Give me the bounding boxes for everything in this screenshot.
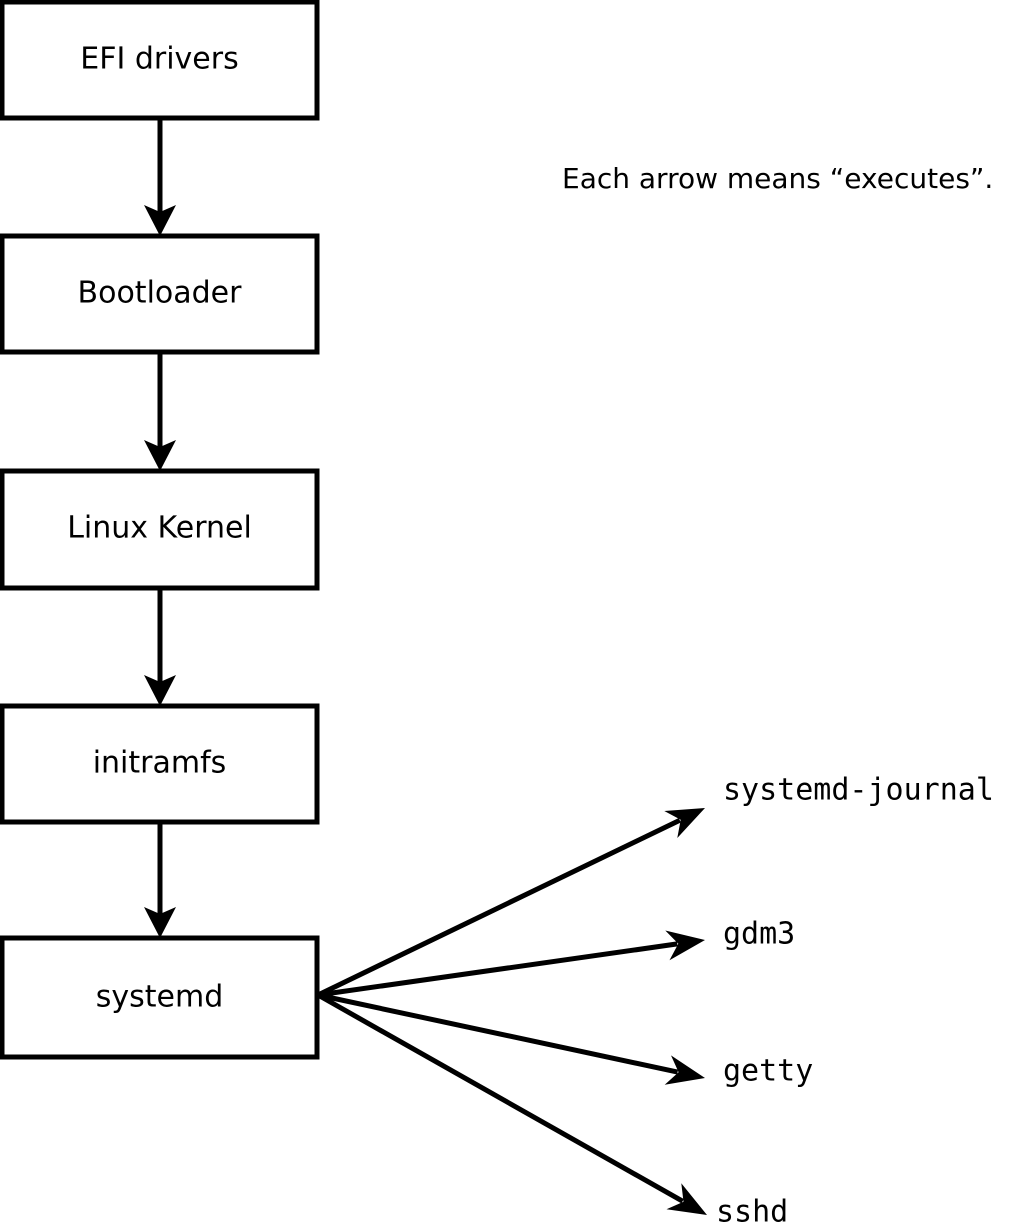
- fanout-arrow-gdm3: [317, 930, 705, 998]
- bootloader-to-kernel-head: [144, 440, 176, 471]
- arrow-bootloader-to-kernel: [144, 352, 176, 471]
- arrow-efi-to-bootloader: [144, 118, 176, 236]
- initramfs-to-systemd-head: [144, 907, 176, 938]
- systemd-rect: [0, 935, 320, 1060]
- vertical-arrows-group: [144, 118, 176, 938]
- fanout-arrow-getty: [317, 992, 705, 1085]
- leaf-labels-group: systemd-journal gdm3 getty sshd: [716, 773, 994, 1230]
- efi-drivers-rect: [0, 0, 320, 121]
- linux-kernel-label: Linux Kernel: [67, 511, 252, 546]
- arrow-initramfs-to-systemd: [144, 822, 176, 938]
- fanout-arrow-sshd: [316, 992, 707, 1215]
- fanout-getty-head: [664, 1055, 705, 1085]
- linux-kernel-rect: [0, 468, 320, 591]
- fanout-systemd-journal-shaft: [316, 817, 681, 998]
- leaf-label-sshd: sshd: [716, 1195, 788, 1230]
- fanout-sshd-head: [666, 1183, 707, 1215]
- process-box-systemd: systemd: [0, 935, 320, 1060]
- leaf-label-gdm3: gdm3: [723, 917, 795, 952]
- leaf-label-systemd-journal: systemd-journal: [723, 773, 994, 808]
- efi-to-bootloader-head: [144, 205, 176, 236]
- efi-drivers-label: EFI drivers: [80, 42, 238, 77]
- fanout-gdm3-head: [665, 930, 705, 961]
- systemd-label: systemd: [96, 980, 224, 1015]
- bootloader-label: Bootloader: [78, 276, 243, 311]
- fanout-arrow-systemd-journal: [316, 808, 705, 998]
- fanout-arrows-group: [316, 808, 707, 1215]
- arrow-kernel-to-initramfs: [144, 588, 176, 706]
- fanout-gdm3-shaft: [317, 941, 678, 998]
- process-box-linux-kernel: Linux Kernel: [0, 468, 320, 591]
- initramfs-label: initramfs: [93, 746, 227, 781]
- process-box-efi-drivers: EFI drivers: [0, 0, 320, 121]
- leaf-label-getty: getty: [723, 1054, 813, 1089]
- fanout-sshd-shaft: [316, 992, 684, 1204]
- process-box-initramfs: initramfs: [0, 703, 320, 825]
- fanout-systemd-journal-head: [664, 808, 705, 838]
- caption-text: Each arrow means “executes”.: [562, 162, 993, 195]
- fanout-getty-shaft: [317, 992, 679, 1075]
- bootloader-rect: [0, 233, 320, 355]
- kernel-to-initramfs-head: [144, 675, 176, 706]
- process-box-bootloader: Bootloader: [0, 233, 320, 355]
